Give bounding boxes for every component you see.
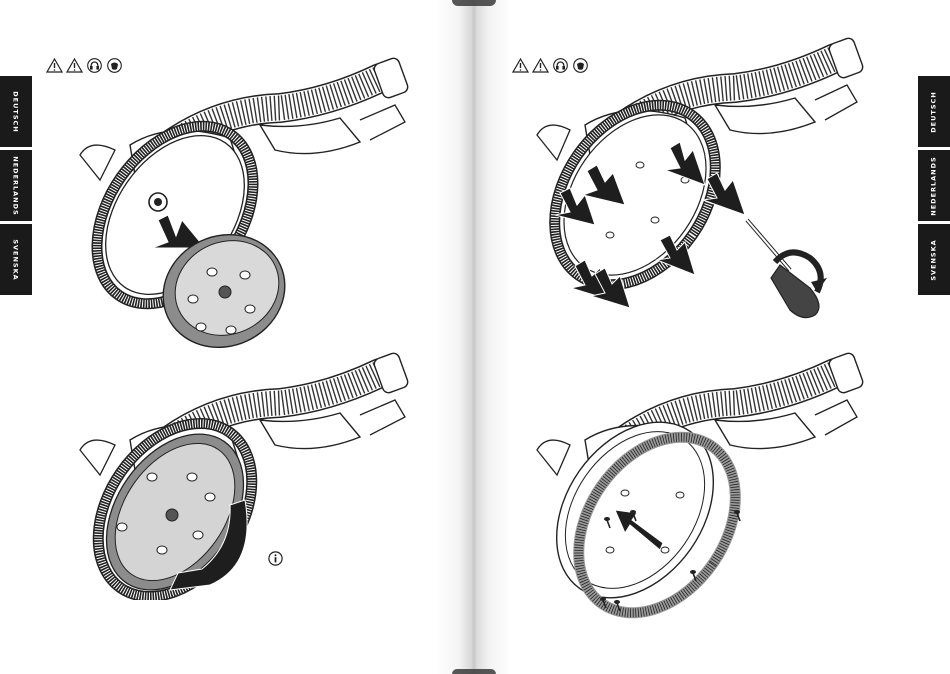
- language-tabs-left: DEUTSCH NEDERLANDS SVENSKA: [0, 76, 32, 298]
- handle: [260, 413, 360, 449]
- tab-label: DEUTSCH: [930, 91, 938, 132]
- tab-label: SVENSKA: [12, 239, 20, 280]
- figure-remove-brush-ring-screwdriver: [535, 30, 885, 330]
- handle: [715, 413, 815, 449]
- tab-label: SVENSKA: [930, 239, 938, 280]
- handle: [260, 118, 360, 154]
- sander-tool-drawing: [535, 37, 864, 316]
- sander-tool-drawing: [535, 352, 864, 620]
- tab-deutsch-left[interactable]: DEUTSCH: [0, 76, 32, 147]
- warning-triangle-icon: [512, 58, 529, 73]
- tab-deutsch-right[interactable]: DEUTSCH: [918, 76, 950, 147]
- tab-nederlands-left[interactable]: NEDERLANDS: [0, 150, 32, 221]
- tab-svenska-right[interactable]: SVENSKA: [918, 224, 950, 295]
- tab-label: NEDERLANDS: [12, 156, 20, 215]
- handle: [715, 98, 815, 134]
- plate-hub: [166, 509, 178, 521]
- page-gutter: [436, 0, 512, 674]
- language-tabs-right: DEUTSCH NEDERLANDS SVENSKA: [918, 76, 950, 298]
- figure-rotate-sanding-plate: [60, 345, 420, 600]
- binding-top: [452, 0, 496, 6]
- plate-hub: [219, 286, 231, 298]
- tab-label: NEDERLANDS: [930, 156, 938, 215]
- figure-remove-brush-ring-screws: [535, 345, 885, 620]
- tab-nederlands-right[interactable]: NEDERLANDS: [918, 150, 950, 221]
- sander-tool-drawing: [66, 352, 409, 600]
- tab-svenska-left[interactable]: SVENSKA: [0, 224, 32, 295]
- figure-mount-sanding-plate: [60, 50, 420, 360]
- guard-ring: [535, 392, 746, 620]
- tab-label: DEUTSCH: [12, 91, 20, 132]
- info-icon: [268, 551, 283, 566]
- screwdriver-icon: [747, 220, 827, 318]
- binding-bottom: [452, 669, 496, 674]
